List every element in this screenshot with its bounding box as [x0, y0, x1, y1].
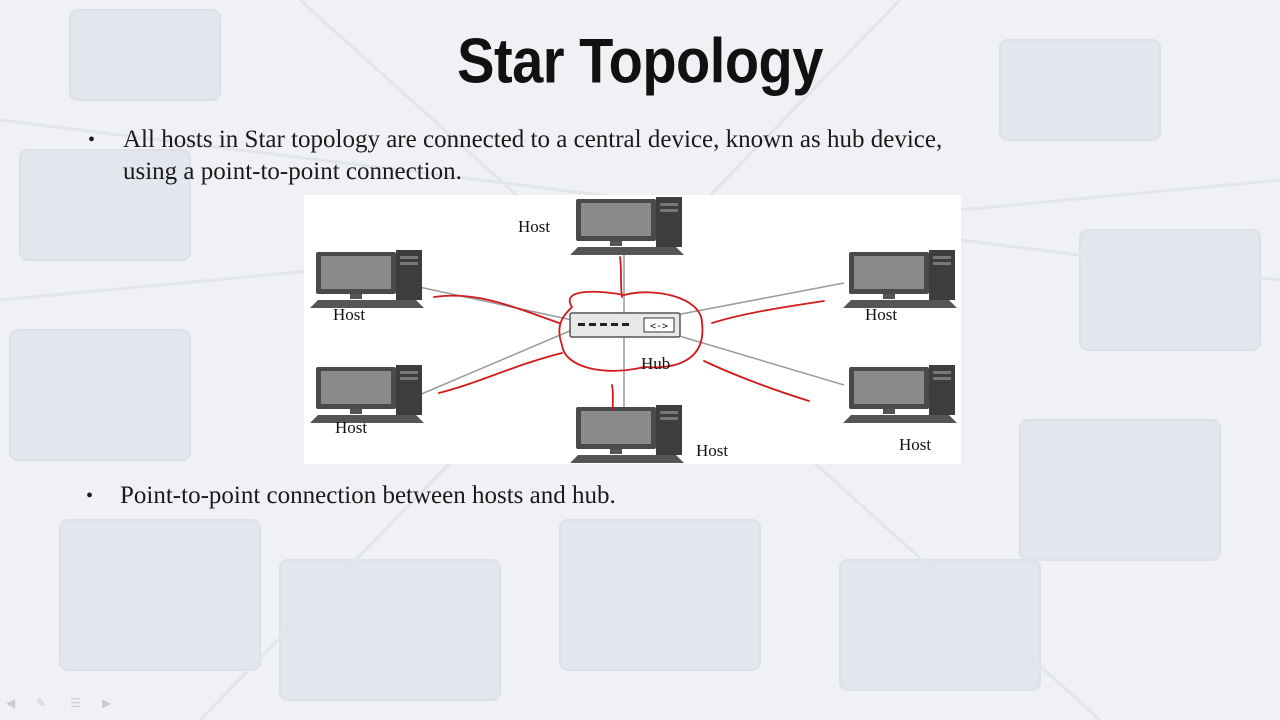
host-label: Host: [696, 441, 729, 460]
host-label: Host: [865, 305, 898, 324]
star-topology-diagram: <-> Host Host Host Host Host Host Hub: [304, 195, 961, 464]
bullet-text: Point-to-point connection between hosts …: [120, 482, 616, 509]
menu-icon[interactable]: ☰: [70, 696, 81, 710]
host-icon: [570, 197, 684, 255]
hub-icon: <->: [569, 312, 681, 338]
slideshow-toolbar: ◀ ✎ ☰ ▶: [6, 694, 126, 712]
red-annotation-strokes: [433, 256, 825, 411]
page-title: Star Topology: [457, 25, 823, 96]
bullet-dot: •: [86, 485, 94, 507]
host-label: Host: [333, 305, 366, 324]
bullet-item: • All hosts in Star topology are connect…: [88, 124, 1168, 188]
bullet-dot: •: [88, 129, 96, 151]
bullet-text-continued: using a point-to-point connection.: [123, 158, 462, 185]
host-label: Host: [899, 435, 932, 454]
host-icon: [310, 250, 424, 308]
hub-label: Hub: [641, 354, 671, 373]
bullet-text: All hosts in Star topology are connected…: [123, 126, 943, 153]
arrow-left-icon[interactable]: ◀: [6, 696, 16, 710]
host-icon: [843, 250, 957, 308]
bullet-item: • Point-to-point connection between host…: [86, 480, 986, 512]
host-label: Host: [518, 217, 551, 236]
host-icon: [310, 365, 424, 423]
svg-text:<->: <->: [650, 321, 668, 332]
arrow-right-icon[interactable]: ▶: [102, 696, 112, 710]
pen-icon[interactable]: ✎: [36, 696, 47, 710]
host-icon: [570, 405, 684, 463]
host-icon: [843, 365, 957, 423]
host-label: Host: [335, 418, 368, 437]
